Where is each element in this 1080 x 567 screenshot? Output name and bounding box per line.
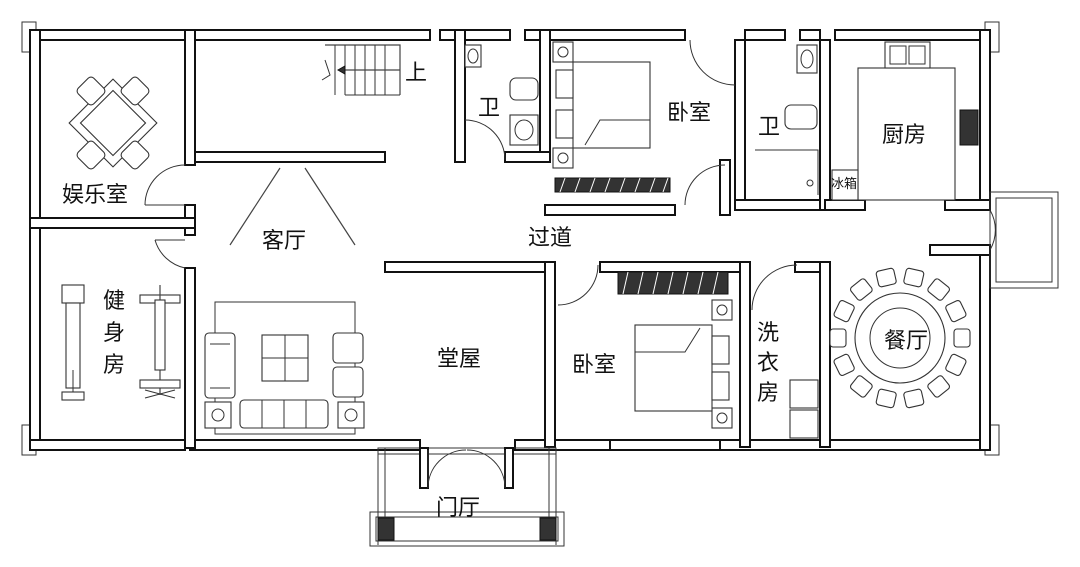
bedroom-2-furniture bbox=[557, 264, 733, 429]
dining-chair bbox=[953, 328, 971, 348]
dining-chair bbox=[849, 375, 873, 398]
label-bedroom-1: 卧室 bbox=[667, 101, 711, 126]
laundry-fixtures bbox=[751, 264, 819, 439]
label-foyer: 门厅 bbox=[436, 496, 480, 521]
dining-chair bbox=[903, 388, 925, 409]
side-porch bbox=[989, 191, 1059, 289]
kitchen-fixtures bbox=[831, 41, 979, 201]
bathroom-2-fixtures bbox=[755, 44, 819, 195]
label-hall: 堂屋 bbox=[437, 347, 481, 372]
dining-chair bbox=[833, 353, 855, 377]
label-corridor: 过道 bbox=[528, 226, 572, 251]
dining-chair bbox=[927, 375, 951, 398]
staircase bbox=[321, 44, 401, 96]
label-bath-1: 卫 bbox=[478, 96, 500, 121]
dining-table-lazy-susan bbox=[869, 307, 931, 369]
living-room-furniture bbox=[204, 301, 365, 435]
label-bath-2: 卫 bbox=[758, 115, 780, 140]
living-room-opening bbox=[229, 167, 356, 246]
dining-chair bbox=[875, 267, 897, 288]
label-bedroom-2: 卧室 bbox=[572, 353, 616, 378]
dining-chair bbox=[945, 299, 967, 323]
label-gym-2: 身 bbox=[103, 321, 125, 346]
label-laundry-3: 房 bbox=[757, 381, 779, 406]
dining-table-top bbox=[854, 292, 946, 384]
bathroom-1-fixtures bbox=[464, 44, 539, 161]
doors bbox=[144, 164, 996, 269]
dining-chair bbox=[829, 328, 847, 348]
label-fridge: 冰箱 bbox=[831, 176, 857, 192]
foyer-porch bbox=[369, 447, 565, 547]
label-laundry-1: 洗 bbox=[757, 321, 779, 346]
bedroom-1-furniture bbox=[552, 39, 736, 206]
label-kitchen: 厨房 bbox=[882, 123, 926, 148]
gym-equipment bbox=[61, 284, 181, 401]
label-entertainment: 娱乐室 bbox=[62, 183, 128, 208]
dining-chair bbox=[875, 388, 897, 409]
dining-chair bbox=[945, 353, 967, 377]
dining-chair bbox=[833, 299, 855, 323]
label-dining: 餐厅 bbox=[884, 329, 928, 354]
mahjong-table bbox=[68, 76, 158, 170]
room-labels: 娱乐室 健 身 房 客厅 上 卫 卧室 卫 厨房 冰箱 过道 堂屋 卧室 洗 衣… bbox=[62, 61, 928, 521]
label-living: 客厅 bbox=[262, 229, 306, 254]
label-laundry-2: 衣 bbox=[757, 351, 779, 376]
label-stairs-up: 上 bbox=[405, 61, 427, 86]
dining-chair bbox=[849, 278, 873, 301]
label-gym-1: 健 bbox=[103, 289, 125, 314]
label-gym-3: 房 bbox=[103, 353, 125, 378]
dining-chair bbox=[927, 278, 951, 301]
dining-table bbox=[829, 267, 971, 409]
dining-chair bbox=[903, 267, 925, 288]
